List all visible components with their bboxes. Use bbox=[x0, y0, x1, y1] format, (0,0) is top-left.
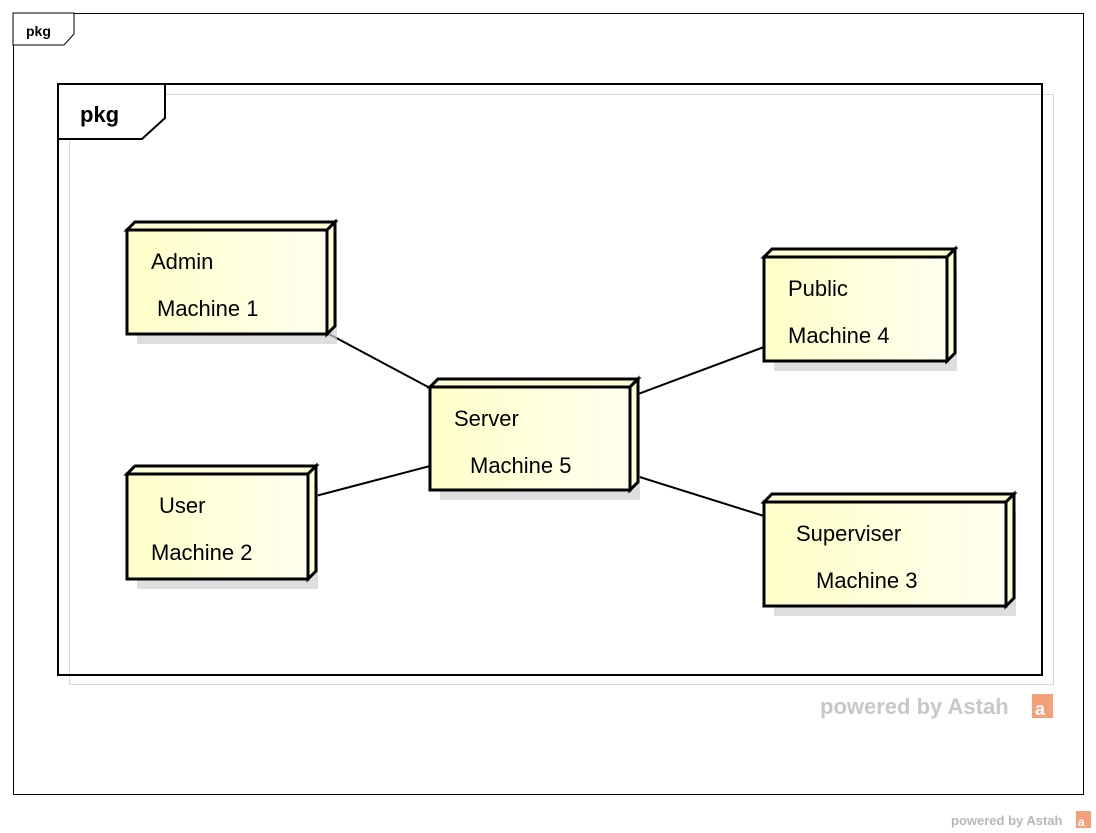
node-front-face bbox=[125, 228, 329, 336]
node-machine-label: Machine 2 bbox=[151, 540, 253, 565]
outer-frame-tab-label: pkg bbox=[26, 23, 51, 39]
node-machine-label: Machine 3 bbox=[816, 568, 918, 593]
inner-frame-tab-label: pkg bbox=[80, 102, 119, 127]
astah-logo-icon: a bbox=[1032, 694, 1053, 719]
node-front-face bbox=[125, 472, 310, 581]
node-role-label: Public bbox=[788, 276, 848, 301]
inner-frame-tab: pkg bbox=[57, 83, 166, 140]
inner-watermark-text: powered by Astah bbox=[820, 694, 1009, 719]
node-machine-label: Machine 1 bbox=[157, 296, 259, 321]
node-role-label: Admin bbox=[151, 249, 213, 274]
outer-frame-tab: pkg bbox=[12, 12, 75, 46]
connection-user-server bbox=[307, 465, 431, 499]
inner-frame-shadow bbox=[69, 94, 1054, 685]
inner-watermark: powered by Astah a bbox=[820, 694, 1053, 719]
connections bbox=[307, 332, 765, 517]
svg-text:a: a bbox=[1035, 699, 1046, 719]
outer-watermark: powered by Astah a bbox=[951, 811, 1091, 829]
connection-superviser-server bbox=[629, 473, 765, 517]
inner-package-frame bbox=[57, 83, 1043, 676]
connection-public-server bbox=[629, 346, 765, 398]
connection-admin-server bbox=[326, 332, 431, 389]
node-role-label: Server bbox=[454, 406, 519, 431]
node-role-label: Superviser bbox=[796, 521, 901, 546]
node-front-face bbox=[762, 500, 1008, 608]
node-role-label: User bbox=[159, 493, 205, 518]
node-machine-label: Machine 5 bbox=[470, 453, 572, 478]
node-front-face bbox=[428, 385, 632, 492]
astah-logo-small-icon: a bbox=[1076, 811, 1091, 829]
node-machine-label: Machine 4 bbox=[788, 323, 890, 348]
outer-watermark-text: powered by Astah bbox=[951, 813, 1063, 828]
svg-text:a: a bbox=[1078, 815, 1085, 829]
node-front-face bbox=[762, 255, 949, 363]
